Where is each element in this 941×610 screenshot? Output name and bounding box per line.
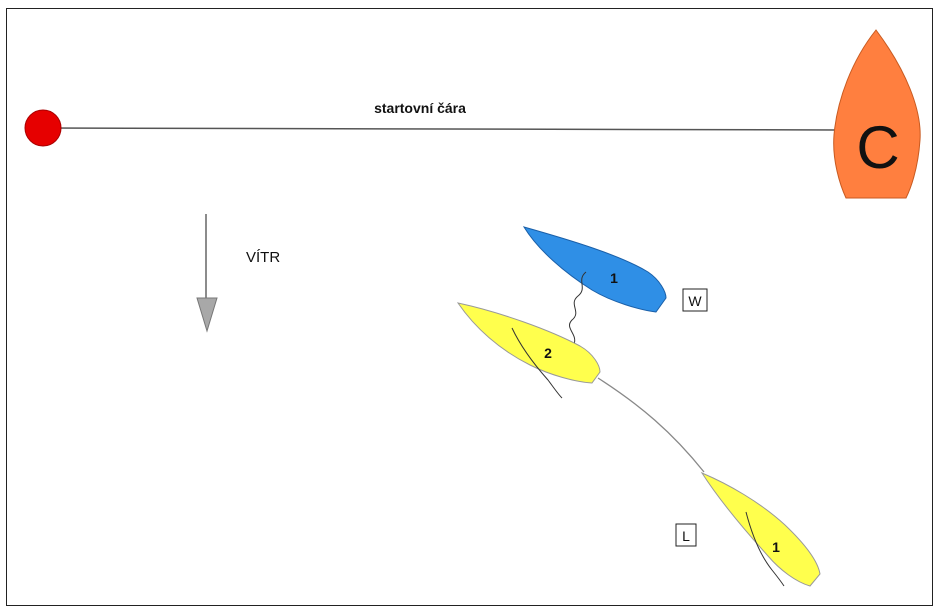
boat-blue-1-number: 1 [610, 270, 618, 286]
start-line [42, 127, 839, 131]
leeward-marker-label: L [682, 528, 690, 544]
wind-label: VÍTR [246, 249, 280, 266]
committee-boat-letter: C [856, 114, 899, 181]
boat-yellow-2-sail [511, 327, 563, 399]
start-line-label: startovní čára [374, 100, 466, 116]
pin-end-mark [24, 109, 62, 147]
windward-marker: W [682, 288, 708, 312]
blue-boat-sail-wiggle [569, 271, 587, 345]
overlap-line [597, 377, 705, 473]
wind-arrow [196, 214, 218, 333]
boat-blue-1: 1 [522, 226, 667, 313]
boat-yellow-1-number: 1 [772, 539, 780, 555]
boat-yellow-2: 2 [456, 302, 601, 399]
boat-yellow-1-sail [745, 511, 785, 587]
boat-yellow-1: 1 [700, 471, 821, 587]
boat-yellow-2-number: 2 [544, 345, 552, 361]
committee-boat: C [833, 29, 921, 199]
windward-marker-label: W [688, 293, 702, 309]
leeward-marker: L [675, 523, 697, 547]
